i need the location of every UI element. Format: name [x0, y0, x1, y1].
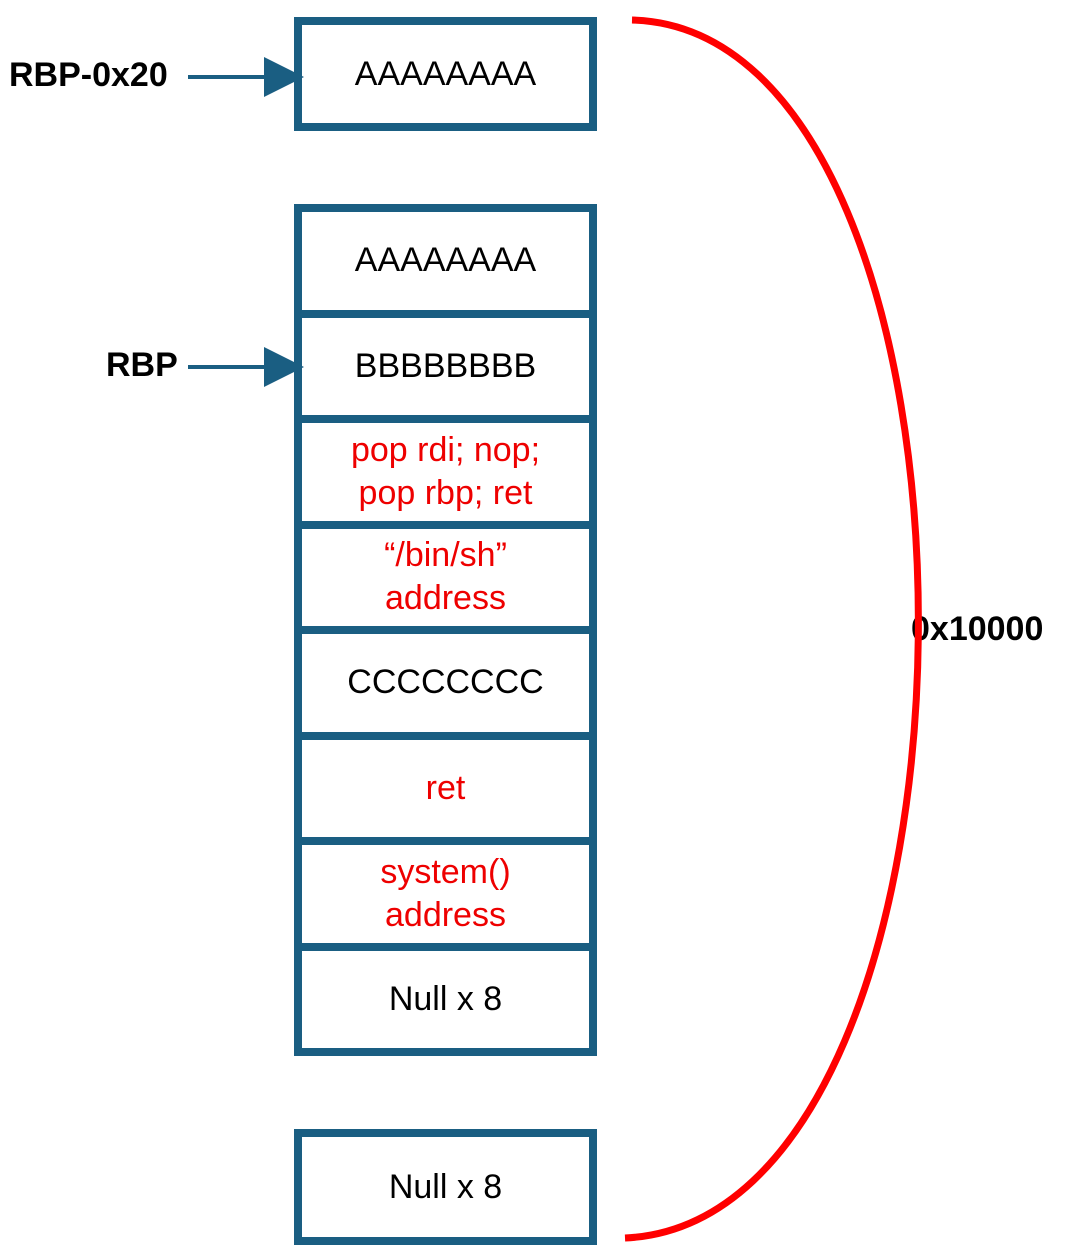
- stack-divider: [302, 942, 589, 951]
- stack-divider: [302, 520, 589, 529]
- rbp-label: RBP: [106, 346, 178, 384]
- bottom-stack-slot: Null x 8: [294, 1129, 597, 1245]
- rbp-minus-0x20-label: RBP-0x20: [9, 56, 168, 94]
- stack-cell: pop rdi; nop; pop rbp; ret: [350, 430, 541, 512]
- stack-cell: AAAAAAAA: [354, 241, 537, 280]
- stack-cell: CCCCCCCC: [347, 663, 544, 702]
- span-size-label: 0x10000: [911, 610, 1044, 648]
- stack-divider: [302, 731, 589, 740]
- bottom-stack-slot-text: Null x 8: [388, 1167, 503, 1206]
- stack-divider: [302, 415, 589, 423]
- top-stack-slot-text: AAAAAAAA: [354, 54, 537, 93]
- stack-divider: [302, 626, 589, 634]
- stack-cell: ret: [425, 768, 466, 807]
- stack-divider: [302, 309, 589, 318]
- span-bracket: [624, 16, 922, 1242]
- stack-cell: Null x 8: [388, 979, 503, 1018]
- stack-cell: system() address: [380, 852, 511, 934]
- stack-frame: AAAAAAAA BBBBBBBB pop rdi; nop; pop rbp; r…: [294, 204, 597, 1056]
- stack-cell: “/bin/sh” address: [384, 536, 507, 618]
- stack-divider: [302, 837, 589, 845]
- stack-cell: BBBBBBBB: [354, 346, 537, 385]
